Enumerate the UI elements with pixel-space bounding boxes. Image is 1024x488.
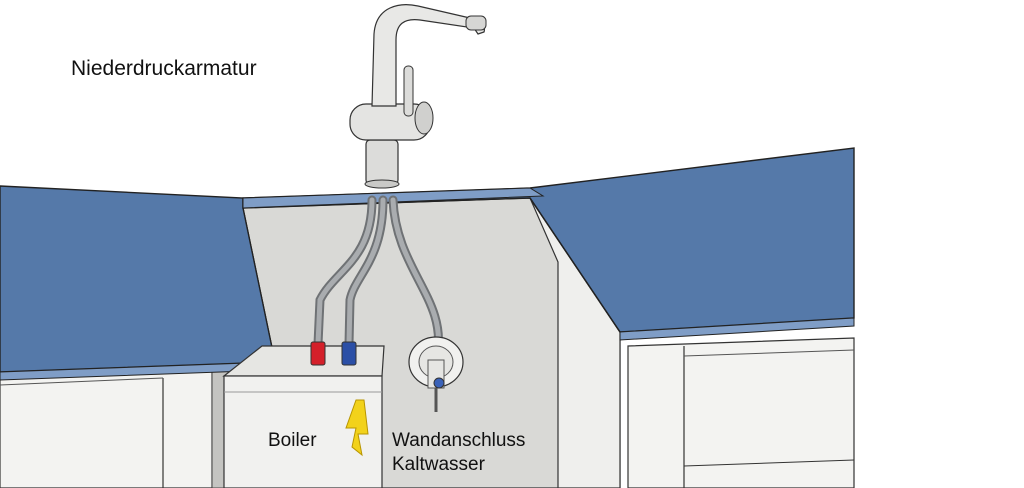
hot-water-connector [310,341,326,366]
wall-connection-label-line2: Kaltwasser [392,454,485,475]
wall-connection-label-line1: Wandanschluss [392,430,526,451]
lightning-bolt-icon [345,399,369,457]
hoses [313,195,443,360]
fixture-label: Niederdruckarmatur [71,57,257,80]
wall-connection-label: Wandanschluss Kaltwasser [392,429,525,477]
valve-knob-icon [433,377,445,389]
cold-water-connector [341,341,357,366]
right-base-cabinet [627,337,855,488]
wall-valve [408,336,464,412]
faucet [349,4,487,189]
boiler-label: Boiler [268,430,317,451]
